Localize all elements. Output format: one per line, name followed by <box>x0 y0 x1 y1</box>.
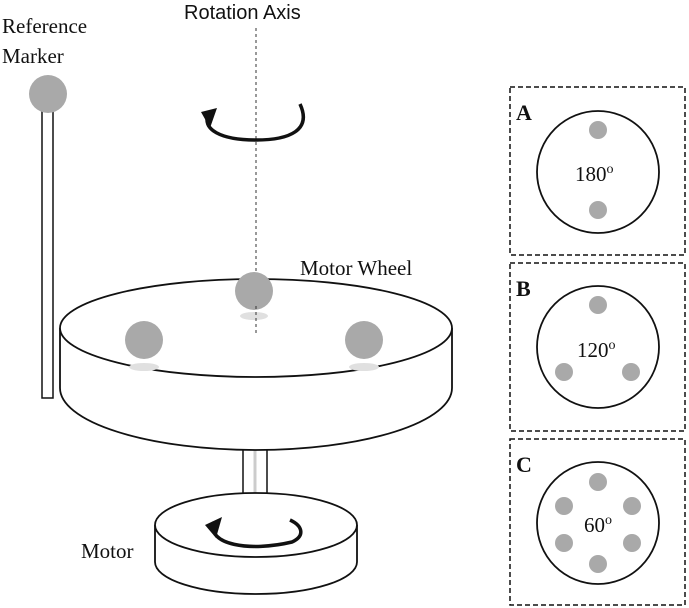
motor-body <box>154 492 358 595</box>
wheel-marker-left <box>125 321 163 359</box>
panel-angle: 60 <box>584 513 605 537</box>
degree-symbol: o <box>605 513 612 528</box>
wheel-markers <box>125 272 383 371</box>
panel-marker <box>555 534 573 552</box>
motor-rotation-arrow-icon <box>205 517 303 549</box>
panel-marker <box>623 497 641 515</box>
reference-marker <box>29 75 67 399</box>
panel-marker <box>589 555 607 573</box>
panel-marker <box>555 497 573 515</box>
motor-label: Motor <box>81 539 134 563</box>
panel-b: B 120o <box>509 262 686 432</box>
panel-letter: C <box>516 452 532 477</box>
panel-marker <box>589 296 607 314</box>
panel-a: A 180o <box>509 86 686 256</box>
panel-marker <box>589 121 607 139</box>
panel-letter: A <box>516 100 532 125</box>
panel-angle: 120 <box>577 338 609 362</box>
degree-symbol: o <box>607 162 614 177</box>
wheel-marker-top <box>235 272 273 310</box>
svg-text:180o: 180o <box>575 162 614 186</box>
reference-label-line1: Reference <box>2 14 87 38</box>
svg-text:120o: 120o <box>577 338 616 362</box>
panel-letter: B <box>516 276 531 301</box>
rotation-axis-label: Rotation Axis <box>184 2 301 24</box>
wheel-marker-right <box>345 321 383 359</box>
reference-pole <box>41 107 54 399</box>
rotation-arrow-icon <box>201 103 306 142</box>
degree-symbol: o <box>609 338 616 353</box>
panel-marker <box>589 473 607 491</box>
reference-ball <box>29 75 67 113</box>
panel-marker <box>589 201 607 219</box>
panel-angle: 180 <box>575 162 607 186</box>
svg-text:60o: 60o <box>584 513 612 537</box>
panel-marker <box>622 363 640 381</box>
motor-wheel-label: Motor Wheel <box>300 256 412 280</box>
panel-marker <box>555 363 573 381</box>
reference-label-line2: Marker <box>2 44 64 68</box>
panel-marker <box>623 534 641 552</box>
panel-c: C 60o <box>509 438 686 606</box>
